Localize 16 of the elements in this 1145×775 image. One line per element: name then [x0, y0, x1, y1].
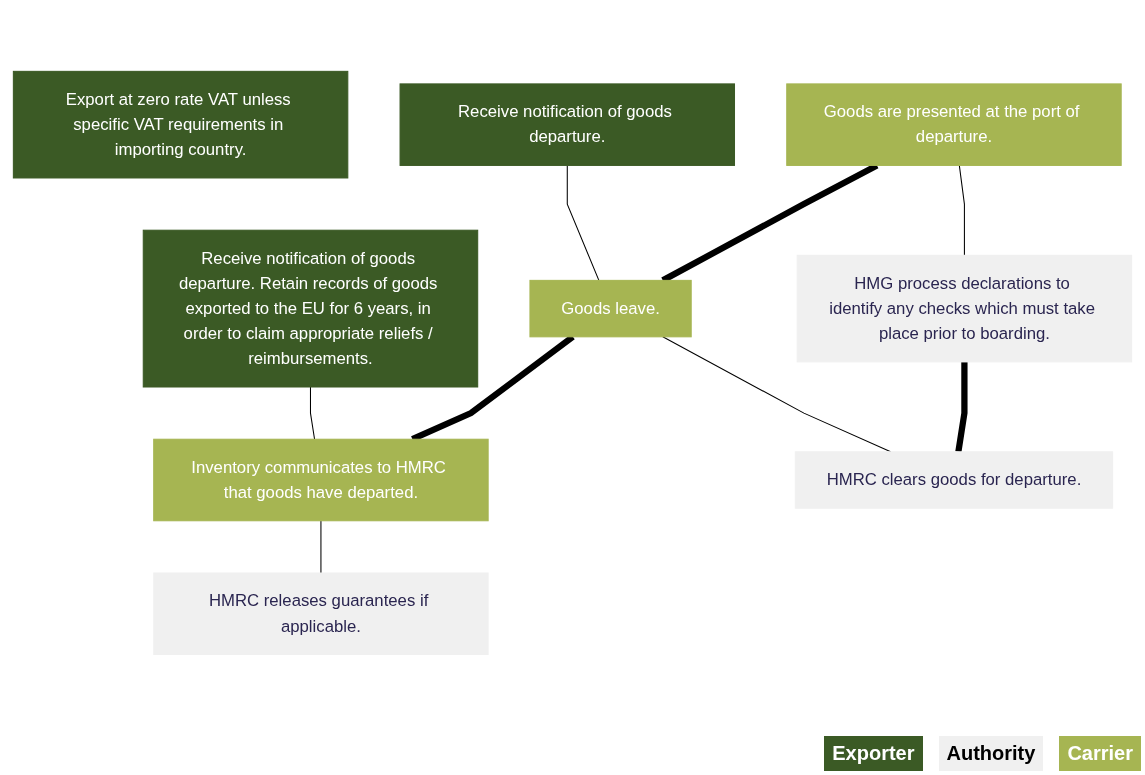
connector — [958, 164, 965, 256]
node-box: Receive notification of goods departure. Retain records of goods exported to the EU for 6 years, in order to claim appropriate reliefs / reimbursements. — [142, 229, 479, 388]
node-box: Goods leave. — [529, 279, 692, 337]
legend-key: Exporter — [824, 736, 923, 771]
connector — [566, 164, 600, 281]
node-box: HMRC releases guarantees if applicable. — [153, 572, 489, 655]
node-box: Goods are presented at the port of departure. — [786, 82, 1122, 166]
connector — [309, 386, 316, 440]
node-box: HMG process declarations to identify any checks which must take place prior to boarding. — [796, 254, 1133, 362]
node-box: Export at zero rate VAT unless specific VAT requirements in importing country. — [12, 70, 349, 179]
legend-key: Carrier — [1059, 736, 1141, 771]
connector — [955, 361, 968, 452]
node-box: HMRC clears goods for departure. — [794, 450, 1114, 509]
legend-key: Authority — [938, 736, 1044, 771]
node-box: Receive notification of goods departure. — [399, 82, 735, 166]
node-box: Inventory communicates to HMRC that goods have departed. — [153, 438, 489, 521]
